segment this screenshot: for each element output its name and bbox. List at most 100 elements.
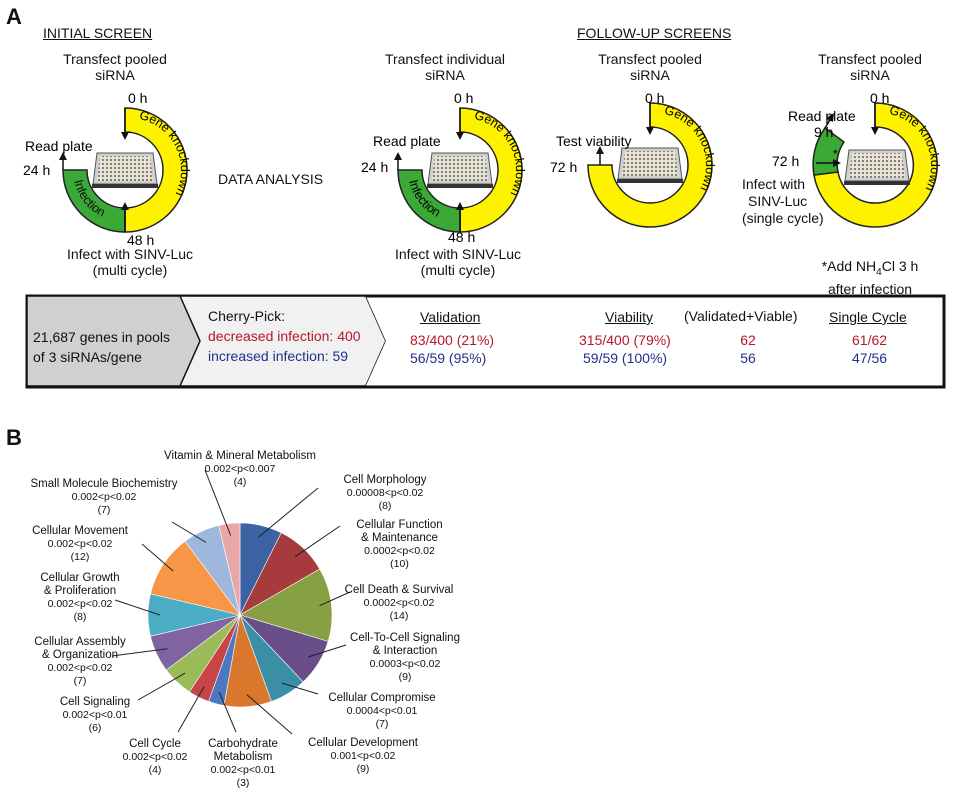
leader-line bbox=[246, 694, 293, 735]
svg-text:0 h: 0 h bbox=[870, 90, 889, 106]
plate-icon bbox=[616, 147, 684, 184]
arrow-icon bbox=[596, 146, 604, 154]
fu3-cycle: 0 h Read plate 9 h 72 h * Gene knockdown bbox=[772, 90, 942, 228]
arrow-icon bbox=[121, 132, 129, 140]
svg-text:24 h: 24 h bbox=[23, 162, 50, 178]
slice-name: Cellular Development bbox=[308, 737, 418, 749]
slice-name: & Interaction bbox=[372, 645, 438, 657]
infection-arc bbox=[397, 169, 461, 233]
slice-pvalue: 0.002<p<0.02 bbox=[122, 751, 188, 763]
slice-pvalue: 0.002<p<0.02 bbox=[47, 538, 113, 550]
cherry-title: Cherry-Pick: bbox=[208, 308, 286, 324]
validated-viable-header: (Validated+Viable) bbox=[684, 308, 798, 324]
slice-name: Cell Death & Survival bbox=[344, 584, 454, 596]
svg-text:48 h: 48 h bbox=[127, 232, 154, 248]
leader-line bbox=[319, 591, 351, 607]
slice-count: (7) bbox=[97, 504, 111, 516]
viability-dec: 315/400 (79%) bbox=[579, 332, 671, 348]
leader-line bbox=[204, 469, 232, 536]
cherry-pick-box: Cherry-Pick: decreased infection: 400 in… bbox=[208, 306, 361, 366]
slice-count: (8) bbox=[378, 500, 392, 512]
infection-arc bbox=[62, 169, 126, 233]
plate-icon bbox=[91, 152, 159, 189]
svg-text:Read plate: Read plate bbox=[788, 108, 856, 124]
slice-pvalue: 0.00008<p<0.02 bbox=[346, 487, 424, 499]
leader-line bbox=[307, 644, 347, 658]
slice-name: Cellular Function bbox=[356, 519, 443, 531]
slice-pvalue: 0.0002<p<0.02 bbox=[363, 597, 435, 609]
plate-icon bbox=[843, 149, 911, 186]
gene-knockdown-arc bbox=[587, 102, 713, 228]
initial-cycle: 0 h Read plate 24 h 48 h Gene knockdown … bbox=[23, 90, 192, 248]
slice-name: & Maintenance bbox=[361, 532, 438, 544]
arrow-icon bbox=[59, 152, 67, 160]
slice-count: (4) bbox=[148, 764, 162, 776]
slice-count: (7) bbox=[375, 718, 389, 730]
slice-count: (9) bbox=[356, 763, 370, 775]
arrow-icon bbox=[871, 127, 879, 135]
followup-screens-header: FOLLOW-UP SCREENS bbox=[577, 25, 732, 41]
slice-name: Cellular Growth bbox=[40, 572, 120, 584]
validation-dec: 83/400 (21%) bbox=[410, 332, 495, 348]
slice-pvalue: 0.002<p<0.02 bbox=[47, 598, 113, 610]
leader-line bbox=[141, 543, 174, 572]
svg-text:72 h: 72 h bbox=[550, 159, 577, 175]
slice-count: (12) bbox=[70, 551, 90, 563]
arrow-icon bbox=[456, 132, 464, 140]
slice-pvalue: 0.002<p<0.02 bbox=[71, 491, 137, 503]
slice-count: (14) bbox=[389, 610, 409, 622]
arrow-icon bbox=[121, 202, 129, 210]
slice-name: & Proliferation bbox=[43, 585, 117, 597]
leader-line bbox=[218, 692, 237, 733]
slice-count: (9) bbox=[398, 671, 412, 683]
initial-screen-header: INITIAL SCREEN bbox=[43, 25, 153, 41]
pie-chart bbox=[111, 469, 351, 735]
leader-line bbox=[281, 682, 319, 695]
slice-pvalue: 0.001<p<0.02 bbox=[330, 750, 396, 762]
pie-slice bbox=[218, 522, 241, 616]
svg-text:Read plate: Read plate bbox=[25, 138, 93, 154]
gene-knockdown-arc bbox=[813, 102, 938, 228]
gene-knockdown-arc bbox=[124, 107, 188, 233]
cycle-diagrams: 0 h Read plate 24 h 48 h Gene knockdown … bbox=[23, 90, 942, 248]
slice-name: Cell Morphology bbox=[343, 474, 427, 486]
slice-name: Cellular Compromise bbox=[328, 692, 436, 704]
gene-knockdown-arc bbox=[459, 107, 523, 233]
nh4cl-note: *Add NH4Cl 3 h after infection bbox=[821, 258, 919, 297]
slice-pvalue: 0.0004<p<0.01 bbox=[346, 705, 418, 717]
svg-text:Read plate: Read plate bbox=[373, 133, 441, 149]
slice-pvalue: 0.002<p<0.01 bbox=[210, 764, 276, 776]
single-cycle-inc: 47/56 bbox=[852, 350, 888, 366]
leader-line bbox=[258, 487, 319, 538]
slice-pvalue: 0.0002<p<0.02 bbox=[364, 545, 435, 557]
slice-count: (7) bbox=[73, 675, 87, 687]
svg-text:Test viability: Test viability bbox=[556, 133, 631, 149]
viability-inc: 59/59 (100%) bbox=[583, 350, 668, 366]
svg-text:0 h: 0 h bbox=[128, 90, 147, 106]
slice-pvalue: 0.0003<p<0.02 bbox=[369, 658, 441, 670]
validated-viable-inc: 56 bbox=[740, 350, 756, 366]
slice-pvalue: 0.002<p<0.01 bbox=[62, 709, 128, 721]
summary-strip bbox=[25, 294, 946, 389]
data-analysis-label: DATA ANALYSIS bbox=[218, 171, 324, 187]
svg-text:0 h: 0 h bbox=[645, 90, 664, 106]
panel-a-letter: A bbox=[6, 4, 22, 29]
fu2-cycle: 0 h Test viability 72 h Gene knockdown bbox=[550, 90, 717, 228]
slice-name: Small Molecule Biochemistry bbox=[30, 478, 178, 490]
fu1-infect-label: Infect with SINV-Luc(multi cycle) bbox=[394, 246, 522, 278]
leader-line bbox=[114, 599, 161, 616]
plate-icon bbox=[426, 152, 494, 189]
slice-name: Cellular Movement bbox=[32, 525, 128, 537]
svg-text:*: * bbox=[833, 147, 838, 161]
